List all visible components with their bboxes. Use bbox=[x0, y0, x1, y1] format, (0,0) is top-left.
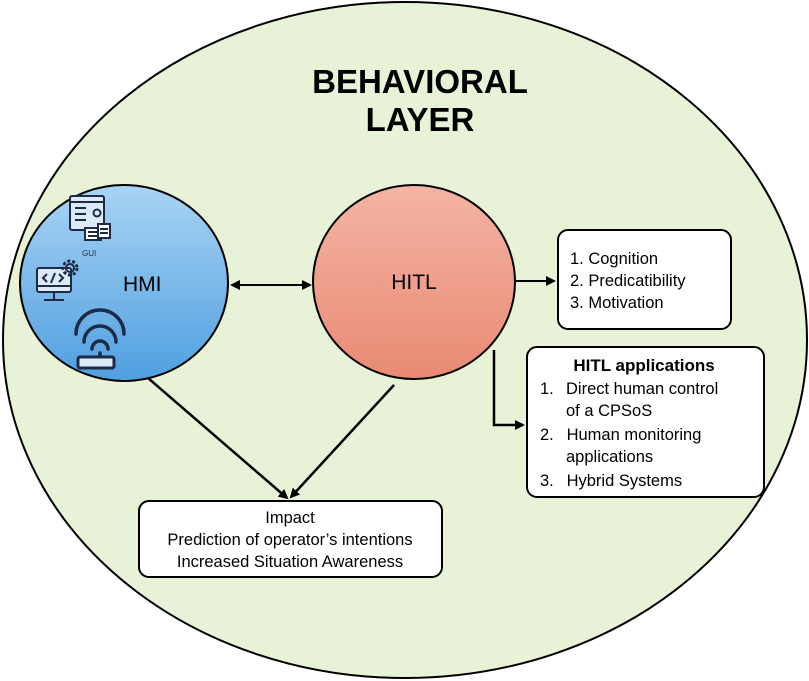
hmi-label: HMI bbox=[123, 273, 162, 296]
impact-line: Impact bbox=[265, 509, 315, 527]
application-number: 3. bbox=[540, 472, 554, 490]
wireless-device-icon bbox=[74, 308, 126, 370]
application-number: 1. bbox=[540, 380, 554, 398]
gear-icon bbox=[61, 259, 79, 277]
applications-box bbox=[526, 346, 765, 498]
gui-caption: GUI bbox=[82, 249, 96, 258]
factors-box bbox=[557, 229, 732, 330]
application-line: of a CPSoS bbox=[566, 402, 652, 420]
factor-item: 3. Motivation bbox=[570, 294, 664, 312]
monitor-code-icon bbox=[36, 267, 72, 301]
hitl-to-applications-arrow bbox=[492, 350, 525, 430]
hmi-to-impact-arrow bbox=[147, 377, 289, 500]
applications-heading: HITL applications bbox=[573, 356, 714, 375]
hitl-label: HITL bbox=[391, 271, 437, 294]
application-number: 2. bbox=[540, 426, 554, 444]
impact-line: Increased Situation Awareness bbox=[177, 553, 403, 571]
application-line: Hybrid Systems bbox=[562, 472, 682, 490]
application-line: Human monitoring bbox=[562, 426, 701, 444]
hitl-to-impact-arrow bbox=[289, 384, 395, 499]
application-line: applications bbox=[566, 448, 653, 466]
impact-box bbox=[138, 500, 443, 578]
application-line: Direct human control bbox=[566, 380, 718, 398]
title-line-1: BEHAVIORAL bbox=[312, 63, 528, 100]
impact-line: Prediction of operator’s intentions bbox=[167, 531, 412, 549]
hitl-circle bbox=[312, 184, 516, 380]
title-line-2: LAYER bbox=[366, 101, 475, 138]
hmi-circle bbox=[19, 184, 229, 382]
factor-item: 1. Cognition bbox=[570, 250, 658, 268]
gui-icon bbox=[69, 195, 111, 241]
factor-item: 2. Predicatibility bbox=[570, 272, 686, 290]
